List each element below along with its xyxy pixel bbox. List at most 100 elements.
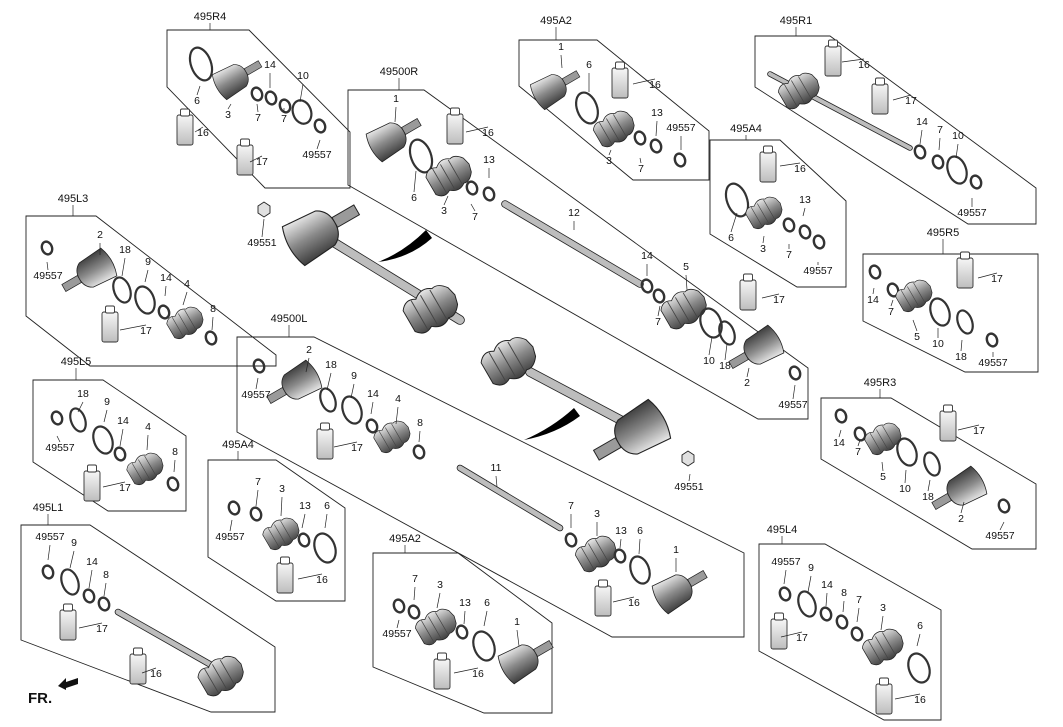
part-number-label: 16 <box>150 668 162 680</box>
label-leader <box>465 126 489 133</box>
clamp-part <box>850 626 864 642</box>
label-leader <box>141 667 157 674</box>
label-leader <box>762 235 765 244</box>
label-leader <box>47 544 51 561</box>
part-number-label: 9 <box>145 256 151 268</box>
panel-495R4-outline <box>166 29 351 189</box>
clamp-part <box>819 606 833 622</box>
panel-495A2-outline <box>518 39 710 181</box>
label-leader <box>483 610 488 627</box>
part-number-label: 49557 <box>771 556 800 568</box>
part-number-label: 3 <box>225 109 231 121</box>
label-leader <box>780 631 803 638</box>
part-number-label: 10 <box>899 483 911 495</box>
part-number-label: 17 <box>973 425 985 437</box>
label-leader <box>394 106 397 123</box>
clamp-part <box>407 604 421 620</box>
panel-495L5-outline <box>32 379 187 512</box>
label-leader <box>802 207 806 217</box>
label-leader <box>211 316 214 331</box>
clamp-part <box>278 98 292 114</box>
label-leader <box>324 513 328 529</box>
grease-tube <box>759 145 777 183</box>
grease-tube <box>236 138 254 176</box>
clamp-part <box>392 598 406 614</box>
label-leader <box>350 383 355 399</box>
cv-boot <box>864 422 902 456</box>
cv-joint <box>61 247 118 292</box>
part-number-label: 49557 <box>666 122 695 134</box>
panel-title: 495R5 <box>927 227 959 239</box>
cv-boot <box>895 279 933 313</box>
label-leader <box>436 592 441 609</box>
clamp-part <box>564 532 578 548</box>
part-number-label: 14 <box>916 116 928 128</box>
label-leader <box>196 85 201 96</box>
clamp-part <box>252 358 266 374</box>
panel-title: 495R1 <box>780 15 812 27</box>
label-leader <box>453 667 479 674</box>
label-leader <box>395 406 399 425</box>
drive-shaft <box>526 368 634 429</box>
clamp-part <box>455 624 469 640</box>
drive-shaft <box>115 609 223 673</box>
part-number-label: 5 <box>914 331 920 343</box>
part-number-label: 6 <box>637 525 643 537</box>
cv-boot <box>574 535 617 573</box>
part-number-label: 8 <box>103 569 109 581</box>
ring-part <box>341 395 363 425</box>
ring-part <box>699 307 723 339</box>
clamp-part <box>913 144 927 160</box>
label-leader <box>881 461 884 472</box>
grease-tube <box>446 107 464 145</box>
cv-joint <box>529 70 581 111</box>
drive-shaft <box>502 201 643 287</box>
cv-joint <box>211 60 263 101</box>
clamp-part <box>82 588 96 604</box>
ring-part <box>60 568 80 596</box>
label-leader <box>957 424 980 431</box>
label-leader <box>413 170 417 193</box>
cv-boot <box>402 285 459 334</box>
cv-joint <box>592 398 672 461</box>
panel-49500R-outline <box>347 89 809 420</box>
part-number-label: 16 <box>482 127 494 139</box>
part-number-label: 10 <box>297 70 309 82</box>
part-number-label: 7 <box>255 112 261 124</box>
label-leader <box>872 287 875 295</box>
part-number-label: 2 <box>744 377 750 389</box>
part-number-label: 49557 <box>215 531 244 543</box>
part-number-label: 9 <box>104 396 110 408</box>
label-leader <box>144 269 149 283</box>
panel-495A2-outline <box>372 552 553 714</box>
clamp-part <box>297 532 311 548</box>
part-number-label: 6 <box>411 192 417 204</box>
cv-boot <box>425 155 472 197</box>
label-leader <box>761 293 780 299</box>
part-number-label: 49557 <box>803 265 832 277</box>
part-number-label: 3 <box>441 205 447 217</box>
part-number-label: 13 <box>651 107 663 119</box>
panel-title: 495A4 <box>222 439 254 451</box>
part-number-label: 7 <box>855 446 861 458</box>
panel-title: 495A2 <box>540 15 572 27</box>
clamp-part <box>853 426 867 442</box>
cv-boot <box>660 288 707 330</box>
label-leader <box>261 218 265 238</box>
panel-495R5-outline <box>862 253 1039 373</box>
clamp-part <box>931 154 945 170</box>
label-leader <box>305 357 310 373</box>
part-number-label: 49557 <box>241 389 270 401</box>
label-leader <box>495 475 498 488</box>
part-number-label: 7 <box>856 594 862 606</box>
part-number-label: 8 <box>417 417 423 429</box>
grease-tube <box>871 77 889 115</box>
grease-tube <box>824 39 842 77</box>
part-number-label: 11 <box>491 462 502 474</box>
part-number-label: 14 <box>867 294 879 306</box>
part-number-label: 14 <box>641 250 653 262</box>
part-number-label: 7 <box>472 211 478 223</box>
ring-part <box>291 99 313 125</box>
label-leader <box>229 519 233 532</box>
label-leader <box>632 78 656 85</box>
